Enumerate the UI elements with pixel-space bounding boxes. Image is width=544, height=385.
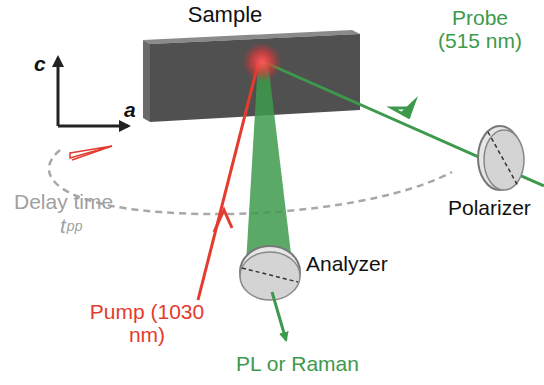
axis-label: c bbox=[34, 52, 46, 75]
probe-label: Probe (515 nm) bbox=[430, 6, 530, 52]
axis-label: a bbox=[124, 98, 136, 121]
signal-label: PL or Raman bbox=[236, 352, 359, 375]
delay-subscript: pp bbox=[67, 219, 83, 234]
sample-node: Sample bbox=[170, 2, 280, 32]
polarizer-label: Polarizer bbox=[448, 196, 531, 219]
sample-label: Sample bbox=[170, 2, 280, 28]
delay-label: Delay time bbox=[14, 190, 113, 213]
analyzer-label: Analyzer bbox=[306, 252, 388, 275]
delay-symbol: t bbox=[60, 214, 66, 237]
pump-label: Pump (1030 nm) bbox=[88, 300, 206, 346]
